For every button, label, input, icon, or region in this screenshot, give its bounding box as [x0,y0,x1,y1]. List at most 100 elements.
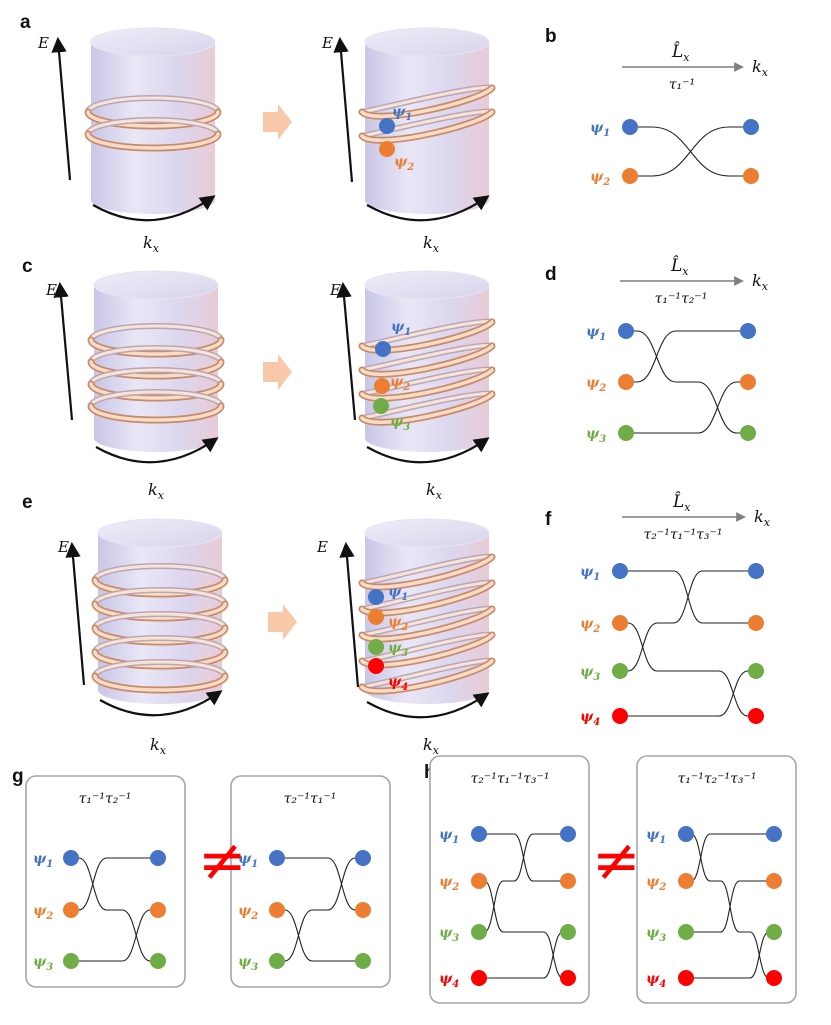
cylinder-4: Ekx ψ1 ψ2 [321,27,496,255]
ring-back-highlight [360,368,494,396]
state-label-psi3: ψ3 [388,640,408,659]
panel-label-d: d [545,264,557,285]
energy-axis-label: E [37,34,49,52]
start-node-psi2 [471,873,487,889]
state-label-psi2: ψ2 [388,614,408,633]
braid-label-psi2: ψ2 [238,903,258,922]
start-node-psi4 [612,708,628,724]
braid-box-h-left [429,755,590,1004]
braid-label-psi1: ψ1 [238,851,258,870]
start-node-psi3 [471,924,487,940]
braid-strand-psi1 [71,857,158,962]
braid-label-psi2: ψ2 [580,616,600,635]
braid-label-psi3: ψ3 [238,954,258,973]
energy-axis-label: E [321,34,333,52]
momentum-axis-arrow [366,692,490,719]
ring-front-highlight [86,132,220,150]
energy-axis-arrow [51,36,72,181]
momentum-axis-label: kx [423,735,440,757]
braid-strand-psi3 [686,880,774,933]
cylinder-top [364,518,490,548]
state-dot-psi3 [373,398,389,414]
braid-strand-psi2 [71,857,158,911]
ring-back-highlight [360,86,494,114]
end-node-1 [150,850,166,866]
end-node-3 [355,953,371,969]
panel-label-a: a [20,12,31,33]
momentum-axis-label: kx [752,57,769,79]
braid-strand-psi4 [620,670,756,717]
end-node-2 [150,902,166,918]
ring-front-highlight [360,110,494,142]
end-node-1 [560,826,576,842]
braid-label-psi2: ψ2 [439,874,459,893]
transition-arrow-c [263,354,292,390]
end-node-1 [766,826,782,842]
start-node-psi1 [618,323,634,339]
braid-label-psi4: ψ4 [646,971,666,990]
end-node-2 [740,374,756,390]
ring-front-highlight [360,555,494,589]
braid-label-psi1: ψ1 [590,120,610,139]
momentum-axis-arrow [366,437,490,464]
braid-label-psi1: ψ1 [439,827,459,846]
end-node-2 [355,902,371,918]
braid-g-right: ψ1 ψ2 ψ3 [238,850,371,973]
braid-word-h-left: τ₂⁻¹τ₁⁻¹τ₃⁻¹ [470,771,549,787]
start-node-psi2 [63,902,79,918]
operator-header-f: L̂xτ₂⁻¹τ₁⁻¹τ₃⁻¹kx [622,492,771,543]
braid-strand-psi1 [277,857,363,911]
momentum-axis-label: kx [148,480,165,502]
ring-front-highlight [93,626,227,644]
start-node-psi4 [678,970,694,986]
ring-front-highlight [360,659,494,693]
state-dot-psi2 [374,378,390,394]
transition-arrow-e [268,604,297,640]
momentum-axis-arrow [95,437,219,464]
start-node-psi2 [269,902,285,918]
operator-symbol: L̂x [671,42,690,64]
braid-label-psi4: ψ4 [580,709,600,728]
state-label-psi1: ψ1 [391,319,411,338]
energy-axis-label: E [45,281,57,299]
braid-label-psi2: ψ2 [33,903,53,922]
end-node-1 [355,850,371,866]
momentum-axis-label: kx [423,233,440,255]
start-node-psi1 [269,850,285,866]
energy-axis-arrow [333,36,354,183]
ring-front-highlight [89,338,223,356]
state-dot-psi1 [368,589,384,605]
braid-label-psi1: ψ1 [646,827,666,846]
ring-back-highlight [93,636,227,653]
end-node-3 [748,663,764,679]
operator-header-d: L̂xτ₁⁻¹τ₂⁻¹kx [620,256,769,307]
state-dot-psi1 [375,341,391,357]
ring-front-highlight [360,344,494,376]
ring-front-highlight [360,320,494,352]
braid-label-psi3: ψ3 [646,925,666,944]
momentum-axis-arrow [99,690,223,717]
braid-strand-psi3 [479,833,568,933]
ring-back-highlight [89,390,223,407]
state-label-psi2: ψ2 [394,154,414,173]
braid-strand-psi1 [626,330,748,434]
braid-strand-psi3 [277,857,363,962]
start-node-psi3 [269,953,285,969]
start-node-psi2 [678,873,694,889]
state-dot-psi2 [379,141,395,157]
state-label-psi1: ψ1 [392,104,412,123]
state-label-psi1: ψ1 [388,584,408,603]
ring-back-highlight [93,660,227,677]
start-node-psi3 [618,425,634,441]
panel-label-b: b [545,26,557,47]
braid-label-psi4: ψ4 [439,971,459,990]
braid-word: τ₁⁻¹τ₂⁻¹ [655,291,708,307]
operator-header-b: L̂xτ₁⁻¹kx [622,42,769,93]
energy-axis-label: E [329,281,341,299]
start-node-psi1 [63,850,79,866]
ring-back-highlight [89,324,223,341]
